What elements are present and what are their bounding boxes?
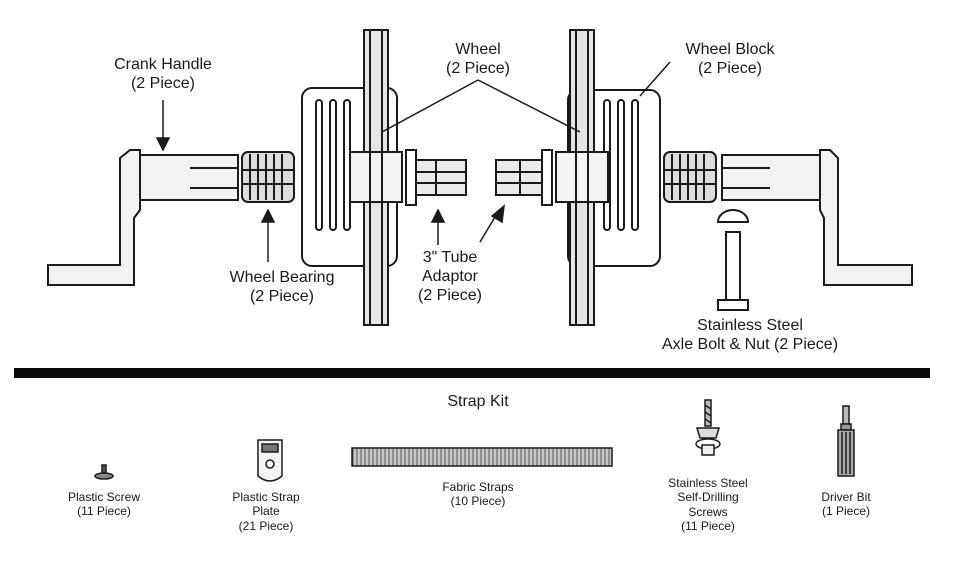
- plastic-strap-plate-label: Plastic Strap Plate (21 Piece): [232, 490, 300, 533]
- fabric-straps-icon: [351, 447, 613, 467]
- tube-adaptor-label: 3" Tube Adaptor (2 Piece): [417, 249, 483, 305]
- crank-handle-arrow-icon: [155, 137, 171, 152]
- right-crank-handle: [721, 149, 913, 286]
- section-divider: [14, 368, 930, 378]
- wheel-bearing-label: Wheel Bearing (2 Piece): [229, 269, 335, 306]
- wheel-leader-right: [477, 79, 581, 133]
- driver-bit-label: Driver Bit (1 Piece): [821, 490, 871, 519]
- strap-kit-title: Strap Kit: [447, 393, 509, 410]
- plastic-strap-plate-icon: [257, 439, 283, 482]
- wheel-label: Wheel (2 Piece): [445, 41, 511, 78]
- fabric-straps-label: Fabric Straps (10 Piece): [442, 480, 514, 509]
- wheel-leader-left: [381, 79, 479, 133]
- left-tube-adaptor: [405, 149, 467, 206]
- crank-handle-label: Crank Handle (2 Piece): [114, 56, 212, 93]
- wheel-block-leader: [639, 61, 671, 97]
- right-tube-adaptor: [495, 149, 553, 206]
- wheel-block-label: Wheel Block (2 Piece): [685, 41, 775, 78]
- left-wheel: [349, 29, 403, 326]
- axle-bolt-and-nut: [716, 209, 750, 311]
- left-crank-handle: [47, 149, 239, 286]
- tube-adaptor-arrow-right-icon: [490, 204, 505, 224]
- driver-bit-icon: [837, 405, 855, 477]
- plastic-screw-label: Plastic Screw (11 Piece): [67, 490, 141, 519]
- self-drilling-screws-label: Stainless Steel Self-Drilling Screws (11…: [668, 476, 748, 534]
- self-drilling-screw-icon: [695, 399, 721, 456]
- left-wheel-bearing: [241, 151, 295, 203]
- tube-adaptor-arrow-left-icon: [430, 208, 446, 223]
- axle-bolt-label: Stainless Steel Axle Bolt & Nut (2 Piece…: [661, 317, 839, 354]
- plastic-screw-icon: [94, 464, 114, 480]
- wheel-bearing-arrow-icon: [260, 208, 276, 223]
- right-wheel-bearing: [663, 151, 717, 203]
- right-wheel: [555, 29, 609, 326]
